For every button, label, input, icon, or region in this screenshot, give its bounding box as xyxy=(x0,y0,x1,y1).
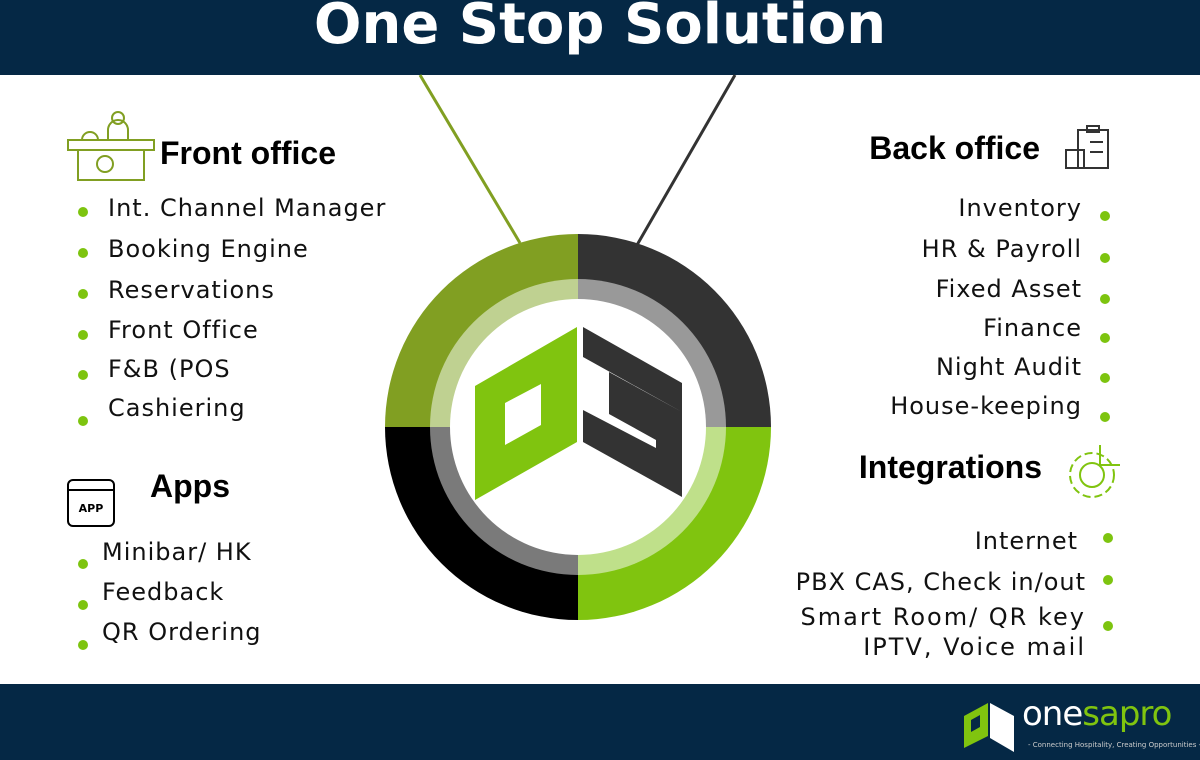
list-item: Minibar/ HK xyxy=(102,538,252,566)
list-item: Int. Channel Manager xyxy=(108,194,387,222)
list-item: Internet xyxy=(974,527,1078,555)
front-desk-icon xyxy=(67,111,155,181)
list-item: F&B (POS xyxy=(108,355,231,383)
list-item: QR Ordering xyxy=(102,618,262,646)
list-item: Fixed Asset xyxy=(935,275,1082,303)
brand-one: one xyxy=(1022,694,1083,734)
list-item: Reservations xyxy=(108,276,275,304)
back-office-heading: Back office xyxy=(869,130,1040,166)
list-item: IPTV, Voice mail xyxy=(863,633,1086,661)
onesapro-logo: onesapro - Connecting Hospitality, Creat… xyxy=(962,692,1200,752)
list-item: Booking Engine xyxy=(108,235,309,263)
os-small-logo-icon xyxy=(964,703,1014,752)
gear-integration-icon xyxy=(1069,445,1120,498)
list-item: PBX CAS, Check in/out xyxy=(795,568,1086,596)
app-icon-label: APP xyxy=(79,502,104,515)
clipboard-box-icon xyxy=(1065,125,1109,169)
list-item: Smart Room/ QR key xyxy=(800,603,1086,631)
list-item: HR & Payroll xyxy=(921,235,1082,263)
list-item: Inventory xyxy=(958,194,1082,222)
page-title: One Stop Solution xyxy=(313,0,887,57)
os-logo-mark xyxy=(475,327,682,500)
list-item: Cashiering xyxy=(108,394,246,422)
brand-sapro: sapro xyxy=(1082,694,1172,734)
list-item: House-keeping xyxy=(890,392,1082,420)
list-item: Finance xyxy=(983,314,1082,342)
app-window-icon xyxy=(67,479,115,527)
apps-heading: Apps xyxy=(150,468,230,504)
list-item: Night Audit xyxy=(935,353,1082,381)
header-bar xyxy=(0,0,1200,75)
list-item: Front Office xyxy=(108,316,259,344)
connector-line-right xyxy=(635,74,737,246)
integrations-heading: Integrations xyxy=(858,449,1042,485)
brand-tagline: - Connecting Hospitality, Creating Oppor… xyxy=(1028,741,1200,749)
connector-line-left xyxy=(418,74,522,244)
front-office-heading: Front office xyxy=(160,135,336,171)
list-item: Feedback xyxy=(102,578,225,606)
